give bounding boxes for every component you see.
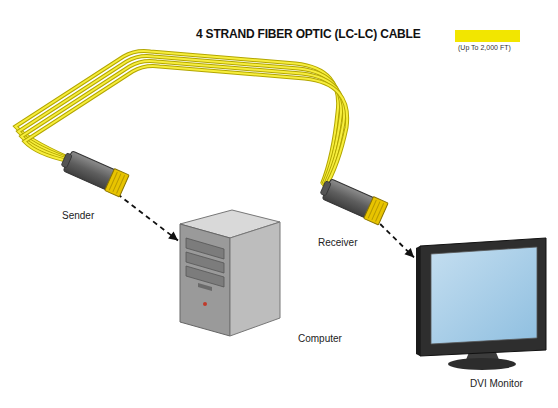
dashed-line [117,194,178,241]
node-label: DVI Monitor [470,378,523,389]
legend-swatch [455,30,520,42]
monitor-node: DVI Monitor [414,236,548,370]
cable-length-note: (Up To 2,000 FT) [458,44,511,51]
computer-node: Computer [178,208,282,338]
fiber-strand [19,56,342,185]
dashed-line [380,224,414,257]
receiver-device [318,176,388,225]
fiber-strand-outline [19,56,342,185]
sender-device [59,148,129,197]
node-label: Sender [62,210,94,221]
node-label: Computer [298,333,342,344]
legend-text: 4 STRAND FIBER OPTIC (LC-LC) CABLE [196,27,421,41]
sender-device-node: Sender [60,150,130,194]
dvi-monitor [416,238,546,370]
dashed-arrow [380,224,414,257]
receiver-device-node: Receiver [319,178,391,224]
arrow-head [404,248,414,258]
arrow-head [168,231,178,240]
dashed-arrow [117,194,178,241]
computer-tower [180,210,280,336]
node-label: Receiver [318,237,357,248]
